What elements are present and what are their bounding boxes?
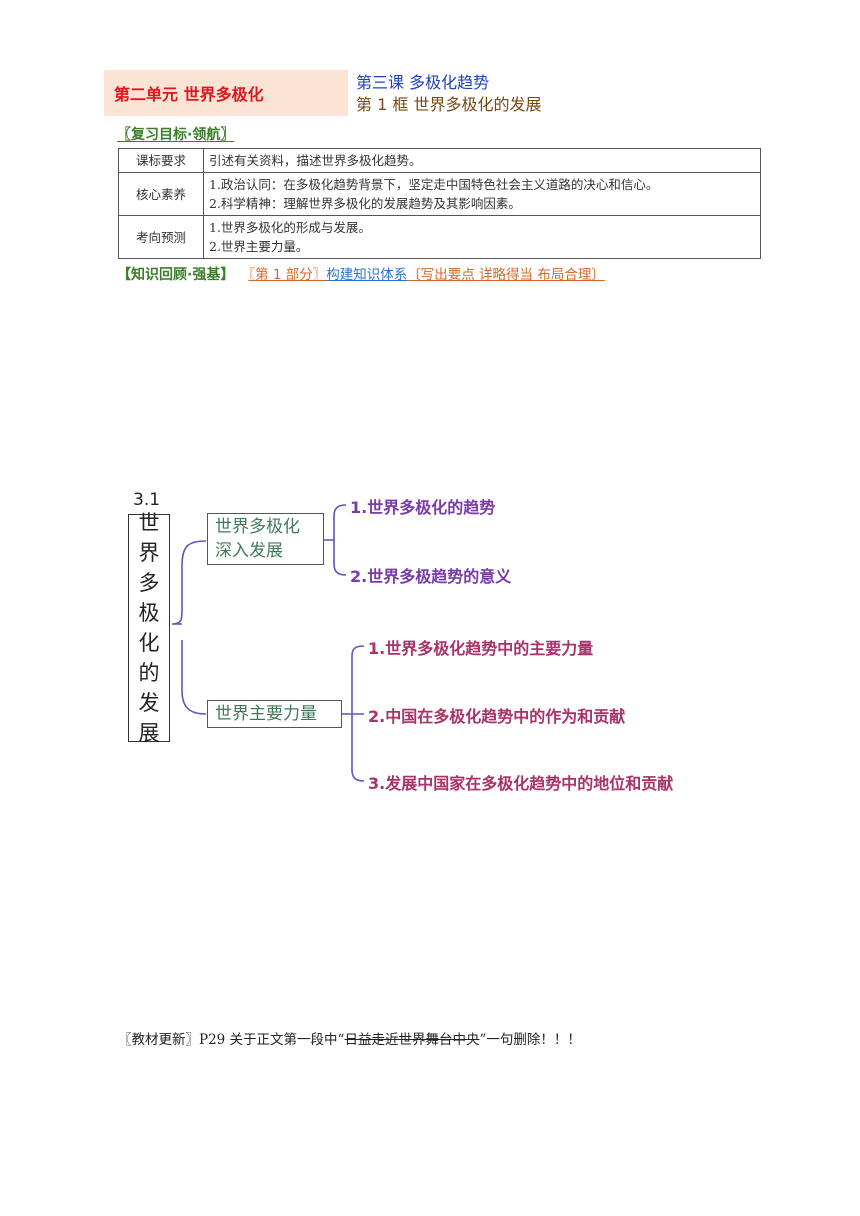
row-line: 1.世界多极化的形成与发展。 xyxy=(209,220,371,235)
root-brace xyxy=(171,540,207,715)
mindmap-root: 世 界 多 极 化 的 发 展 xyxy=(128,511,170,745)
row-line: 引述有关资料，描述世界多极化趋势。 xyxy=(209,153,422,168)
root-char: 多 xyxy=(138,571,160,595)
root-char: 发 xyxy=(138,691,160,715)
unit-title-box: 第二单元 世界多极化 xyxy=(104,70,348,116)
branch-multipolar-development: 世界多极化 深入发展 xyxy=(207,513,324,565)
root-char: 极 xyxy=(138,601,160,625)
leaf-2-2: 2.中国在多极化趋势中的作为和贡献 xyxy=(368,707,626,726)
knowledge-section-title: 【知识回顾·强基】〖第 1 部分〗构建知识体系〔写出要点 详略得当 布局合理〕 xyxy=(117,263,605,284)
leaf-1-2: 2.世界多极趋势的意义 xyxy=(350,567,512,586)
knowledge-title: 【知识回顾·强基】 xyxy=(117,267,235,283)
row-value: 1.世界多极化的形成与发展。 2.世界主要力量。 xyxy=(203,215,761,259)
branch1-brace xyxy=(324,504,347,576)
note-prefix: 〖教材更新〗P29 关于正文第一段中“ xyxy=(118,1032,345,1048)
review-title-text: 〖复习目标·领航〗 xyxy=(117,127,235,143)
row-value: 1.政治认同：在多极化趋势背景下，坚定走中国特色社会主义道路的决心和信心。 2.… xyxy=(203,172,761,216)
row-key: 考向预测 xyxy=(118,215,204,259)
unit-title: 第二单元 世界多极化 xyxy=(114,85,264,104)
note-struck-text: 日益走近世界舞台中央 xyxy=(344,1032,480,1048)
row-line: 2.科学精神：理解世界多极化的发展趋势及其影响因素。 xyxy=(209,196,521,211)
leaf-1-1: 1.世界多极化的趋势 xyxy=(350,498,496,517)
note-suffix: ”一句删除！！！ xyxy=(479,1032,581,1048)
row-key: 核心素养 xyxy=(118,172,204,216)
branch2-brace xyxy=(342,645,365,782)
frame-title: 第 1 框 世界多极化的发展 xyxy=(356,95,542,114)
root-char: 界 xyxy=(138,541,160,565)
table-row: 核心素养 1.政治认同：在多极化趋势背景下，坚定走中国特色社会主义道路的决心和信… xyxy=(118,172,761,216)
review-section-title: 〖复习目标·领航〗 xyxy=(117,124,234,144)
review-goals-table: 课标要求 引述有关资料，描述世界多极化趋势。 核心素养 1.政治认同：在多极化趋… xyxy=(118,148,761,259)
root-char: 展 xyxy=(138,721,160,745)
branch1-line1: 世界多极化 xyxy=(215,517,300,537)
build-system-link[interactable]: 构建知识体系 xyxy=(326,267,408,283)
leaf-2-1: 1.世界多极化趋势中的主要力量 xyxy=(368,639,594,658)
textbook-update-note: 〖教材更新〗P29 关于正文第一段中“日益走近世界舞台中央”一句删除！！！ xyxy=(118,1028,581,1048)
table-row: 考向预测 1.世界多极化的形成与发展。 2.世界主要力量。 xyxy=(118,215,761,259)
leaf-2-3: 3.发展中国家在多极化趋势中的地位和贡献 xyxy=(368,774,674,793)
row-line: 1.政治认同：在多极化趋势背景下，坚定走中国特色社会主义道路的决心和信心。 xyxy=(209,177,659,192)
row-line: 2.世界主要力量。 xyxy=(209,239,309,254)
lesson-title: 第三课 多极化趋势 xyxy=(356,73,490,92)
branch2-label: 世界主要力量 xyxy=(215,704,317,724)
root-char: 的 xyxy=(138,661,160,685)
root-char: 化 xyxy=(138,631,160,655)
branch-main-forces: 世界主要力量 xyxy=(207,700,342,728)
root-char: 世 xyxy=(138,511,160,535)
branch1-line2: 深入发展 xyxy=(215,541,283,561)
lesson-heading: 第三课 多极化趋势 第 1 框 世界多极化的发展 xyxy=(356,72,541,116)
mindmap-number: 3.1 xyxy=(133,490,161,510)
hint-text: 〔写出要点 详略得当 布局合理〕 xyxy=(407,267,605,283)
part-link[interactable]: 〖第 1 部分〗 xyxy=(248,267,327,283)
